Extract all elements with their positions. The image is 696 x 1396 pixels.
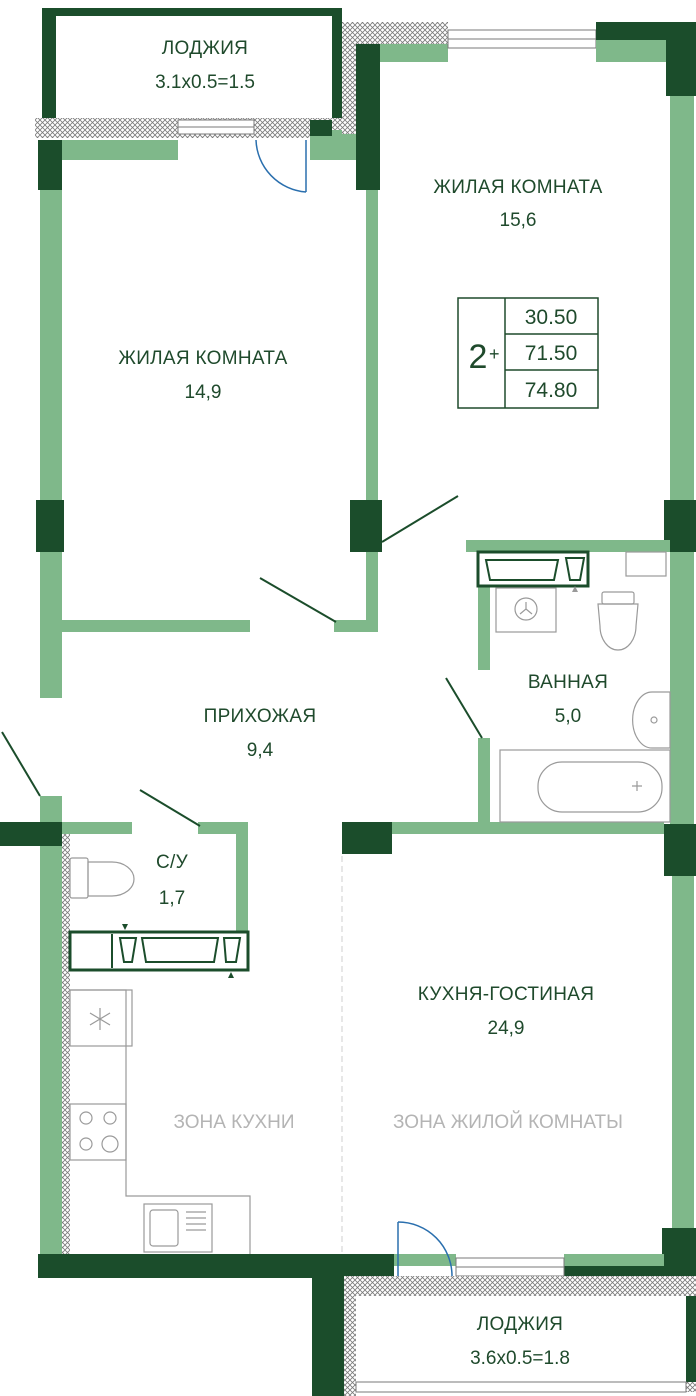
hallway-name: ПРИХОЖАЯ bbox=[204, 706, 317, 727]
zone-kitchen: ЗОНА КУХНИ bbox=[173, 1112, 294, 1133]
column bbox=[664, 824, 696, 876]
sink-icon bbox=[632, 691, 671, 749]
loggia-bottom-wall-right bbox=[686, 1296, 696, 1382]
bath-duct bbox=[476, 550, 590, 592]
wall bbox=[670, 96, 694, 500]
partition bbox=[334, 620, 378, 632]
bath-cabinet bbox=[625, 551, 667, 577]
loggia-bottom-door-arc bbox=[397, 1221, 453, 1277]
partition bbox=[62, 620, 250, 632]
wc-area: 1,7 bbox=[159, 888, 185, 909]
column bbox=[342, 822, 392, 854]
rooms-plus: + bbox=[489, 344, 500, 364]
toilet-icon bbox=[597, 591, 639, 651]
wc-name: С/У bbox=[156, 852, 189, 873]
living-right-name: ЖИЛАЯ КОМНАТА bbox=[433, 177, 602, 198]
wall-hatch bbox=[342, 22, 448, 46]
total-area-with-loggias: 74.80 bbox=[525, 379, 578, 402]
wc-wall-top bbox=[198, 822, 248, 834]
washing-machine-icon bbox=[495, 587, 557, 633]
partition bbox=[366, 190, 378, 500]
summary-frame bbox=[457, 297, 599, 409]
loggia-bottom-name: ЛОДЖИЯ bbox=[477, 1314, 563, 1335]
wall bbox=[670, 552, 694, 824]
column bbox=[310, 120, 332, 136]
rooms-count: 2 bbox=[469, 338, 488, 376]
stove-icon bbox=[69, 1103, 127, 1161]
loggia-top-name: ЛОДЖИЯ bbox=[162, 38, 248, 59]
wall bbox=[596, 22, 696, 40]
partition bbox=[366, 552, 378, 632]
loggia-top-wall-left bbox=[42, 8, 56, 120]
door-leaf bbox=[139, 789, 201, 827]
wc-duct bbox=[68, 924, 250, 978]
bath-wall-top bbox=[466, 540, 670, 552]
walls bbox=[0, 22, 696, 1396]
loggia-bottom bbox=[355, 1296, 687, 1393]
wall bbox=[596, 40, 666, 62]
loggia-top-area: 3.1x0.5=1.5 bbox=[155, 72, 255, 93]
hallway-area: 9,4 bbox=[247, 740, 274, 761]
loggia-bottom-area: 3.6x0.5=1.8 bbox=[470, 1348, 570, 1369]
kitchen-living-name: КУХНЯ-ГОСТИНАЯ bbox=[418, 984, 594, 1005]
zone-living: ЗОНА ЖИЛОЙ КОМНАТЫ bbox=[393, 1111, 623, 1133]
door-leaf bbox=[381, 495, 459, 543]
loggia-bottom-parapet bbox=[344, 1276, 696, 1296]
wall bbox=[40, 846, 62, 1254]
wc-wall-right bbox=[236, 834, 248, 934]
total-area: 71.50 bbox=[525, 342, 578, 365]
column bbox=[350, 500, 382, 552]
door-leaf bbox=[259, 577, 337, 623]
wall-hatch bbox=[344, 1278, 356, 1396]
loggia-top-door-arc bbox=[255, 139, 307, 193]
wall bbox=[40, 552, 62, 698]
wall bbox=[62, 140, 178, 160]
door-leaf bbox=[445, 677, 483, 739]
living-area: 30.50 bbox=[525, 306, 578, 329]
wall-bottom bbox=[38, 1254, 394, 1278]
room-labels: ЛОДЖИЯ 3.1x0.5=1.5 ЖИЛАЯ КОМНАТА 15,6 ЖИ… bbox=[118, 38, 623, 1369]
loggia-top-wall-right bbox=[332, 16, 342, 120]
doors bbox=[1, 139, 483, 1277]
wall bbox=[672, 876, 694, 1228]
living-left-area: 14,9 bbox=[185, 382, 222, 403]
bath-wall-bottom bbox=[390, 822, 664, 834]
wall-hatch bbox=[342, 24, 356, 134]
bathroom-area: 5,0 bbox=[555, 706, 581, 727]
area-summary: 2 + 30.50 71.50 74.80 bbox=[457, 297, 599, 409]
loggia-top bbox=[35, 8, 355, 138]
wc-toilet-icon bbox=[69, 857, 135, 899]
entrance-door-leaf bbox=[1, 731, 41, 797]
living-right-area: 15,6 bbox=[500, 210, 537, 231]
column bbox=[0, 822, 62, 846]
bathroom-name: ВАННАЯ bbox=[528, 672, 608, 693]
column bbox=[356, 44, 380, 190]
wall bbox=[312, 1278, 344, 1396]
wall bbox=[40, 796, 62, 822]
wall bbox=[380, 44, 448, 62]
fridge-icon bbox=[69, 989, 133, 1047]
bathtub-icon bbox=[499, 749, 671, 823]
living-left-name: ЖИЛАЯ КОМНАТА bbox=[118, 348, 287, 369]
column bbox=[666, 40, 696, 96]
wall bbox=[564, 1254, 664, 1266]
wall bbox=[394, 1254, 456, 1266]
wall bbox=[40, 190, 62, 500]
bath-wall-left bbox=[478, 738, 490, 824]
wc-wall-top bbox=[62, 822, 132, 834]
column bbox=[36, 500, 64, 552]
fixtures bbox=[68, 550, 671, 1254]
kitchen-living-area: 24,9 bbox=[488, 1018, 525, 1039]
kitchen-sink-icon bbox=[143, 1203, 213, 1253]
column bbox=[38, 140, 62, 190]
wall-hatch bbox=[62, 834, 70, 1254]
loggia-top-wall-top bbox=[42, 8, 342, 16]
